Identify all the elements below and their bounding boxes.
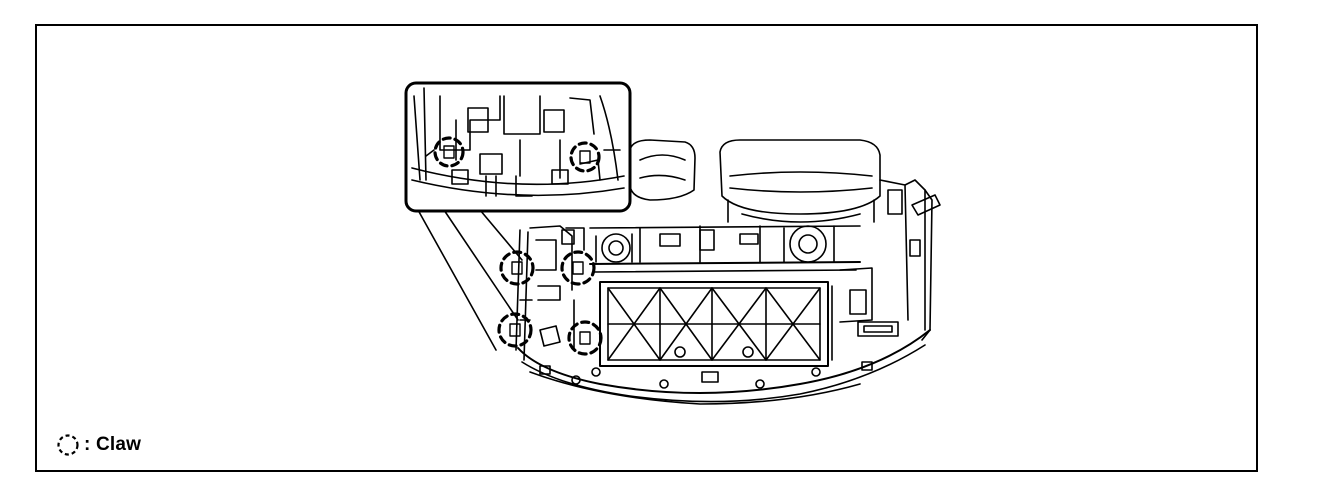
detail-inset — [404, 81, 632, 351]
instrument-panel-assembly — [515, 139, 941, 405]
claw-marker-lower-left — [497, 312, 533, 348]
claw-markers — [433, 136, 603, 356]
claw-marker-upper-left — [499, 250, 535, 286]
legend-label: : Claw — [84, 434, 142, 455]
claw-marker-lower-right — [567, 320, 603, 356]
claw-marker-upper-right — [560, 250, 596, 286]
legend: : Claw — [56, 432, 141, 458]
callout-line — [417, 209, 497, 351]
claw-marker-detail-left — [433, 136, 465, 168]
claw-marker-detail-right — [569, 141, 601, 173]
callout-line — [443, 209, 519, 321]
dashed-circle-icon — [57, 434, 79, 456]
